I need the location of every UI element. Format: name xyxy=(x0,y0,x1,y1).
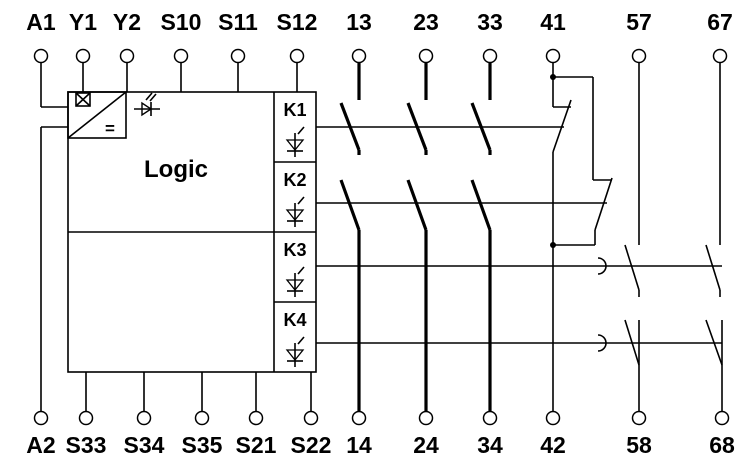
relay-k1: K1 xyxy=(283,100,307,157)
relay-led-icon xyxy=(285,126,305,157)
terminal-label-a2: A2 xyxy=(26,432,55,458)
bottom-terminals xyxy=(33,126,730,426)
terminal-label-s21: S21 xyxy=(236,432,277,458)
terminal-label-y1: Y1 xyxy=(69,9,97,35)
terminal-42 xyxy=(545,410,561,426)
terminal-y1 xyxy=(75,48,91,64)
terminal-s33 xyxy=(78,410,94,426)
converter-icon: = xyxy=(67,91,127,139)
relay-label-k2: K2 xyxy=(283,170,306,190)
terminal-label-s22: S22 xyxy=(291,432,332,458)
relay-led-icon xyxy=(285,196,305,227)
terminal-58 xyxy=(631,410,647,426)
terminal-label-s12: S12 xyxy=(277,9,318,35)
terminal-14 xyxy=(351,410,367,426)
terminal-41 xyxy=(545,48,561,64)
relay-k2: K2 xyxy=(283,170,307,227)
terminal-label-42: 42 xyxy=(540,432,566,458)
nc-contact-41-42 xyxy=(550,74,613,248)
terminal-label-23: 23 xyxy=(413,9,439,35)
relay-k3: K3 xyxy=(283,240,307,297)
terminal-s22 xyxy=(303,410,319,426)
led-icon xyxy=(134,92,160,117)
terminal-label-y2: Y2 xyxy=(113,9,141,35)
terminal-s12 xyxy=(289,48,305,64)
terminal-34 xyxy=(482,410,498,426)
terminal-label-68: 68 xyxy=(709,432,735,458)
terminal-label-s33: S33 xyxy=(66,432,107,458)
logic-label: Logic xyxy=(144,156,208,183)
terminal-label-13: 13 xyxy=(346,9,372,35)
terminal-label-58: 58 xyxy=(626,432,652,458)
terminal-24 xyxy=(418,410,434,426)
coil-box-icon xyxy=(75,92,91,107)
terminal-s21 xyxy=(248,410,264,426)
k1-contacts xyxy=(339,102,492,155)
terminal-label-s10: S10 xyxy=(161,9,202,35)
top-terminal-labels: A1 Y1 Y2 S10 S11 S12 13 23 33 41 57 67 xyxy=(26,9,733,35)
terminal-label-s34: S34 xyxy=(124,432,165,458)
terminal-label-57: 57 xyxy=(626,9,652,35)
relay-led-icon xyxy=(285,266,305,297)
terminal-s11 xyxy=(230,48,246,64)
k2-contacts xyxy=(339,179,492,231)
terminal-a2 xyxy=(33,410,49,426)
terminal-label-41: 41 xyxy=(540,9,566,35)
relay-label-k1: K1 xyxy=(283,100,306,120)
terminal-s35 xyxy=(194,410,210,426)
terminal-label-a1: A1 xyxy=(26,9,56,35)
terminal-label-33: 33 xyxy=(477,9,503,35)
terminal-33 xyxy=(482,48,498,64)
terminal-label-67: 67 xyxy=(707,9,733,35)
terminal-13 xyxy=(351,48,367,64)
terminal-label-s35: S35 xyxy=(182,432,223,458)
relay-led-icon xyxy=(285,336,305,367)
relay-label-k3: K3 xyxy=(283,240,306,260)
terminal-57 xyxy=(631,48,647,64)
logic-block: Logic xyxy=(67,91,317,373)
terminal-s10 xyxy=(173,48,189,64)
converter-equals-symbol: = xyxy=(105,119,115,138)
terminal-label-s11: S11 xyxy=(218,9,258,35)
relay-k4: K4 xyxy=(283,310,307,367)
terminal-23 xyxy=(418,48,434,64)
terminal-label-34: 34 xyxy=(477,432,503,458)
terminal-y2 xyxy=(119,48,135,64)
terminal-label-24: 24 xyxy=(413,432,439,458)
relay-label-k4: K4 xyxy=(283,310,306,330)
terminal-68 xyxy=(714,410,730,426)
bottom-terminal-labels: A2 S33 S34 S35 S21 S22 14 24 34 42 58 68 xyxy=(26,432,735,458)
terminal-s34 xyxy=(136,410,152,426)
actuator-lines xyxy=(316,126,722,344)
k3-k4-contacts xyxy=(597,244,723,366)
terminal-label-14: 14 xyxy=(346,432,372,458)
terminal-67 xyxy=(712,48,728,64)
terminal-a1 xyxy=(33,48,49,64)
top-terminals xyxy=(33,48,728,245)
